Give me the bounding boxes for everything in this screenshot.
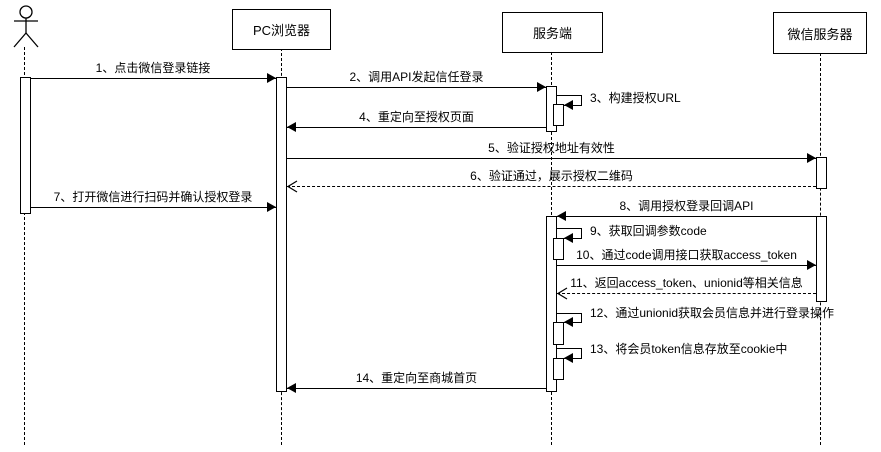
message-8-line [557, 216, 816, 217]
message-4-label: 4、重定向至授权页面 [359, 110, 474, 124]
message-9-label: 9、获取回调参数code [590, 224, 707, 238]
arrowhead-icon [537, 82, 546, 92]
arrowhead-icon [564, 353, 573, 363]
actor-icon [13, 5, 39, 48]
activation-bar-server-msg13-nested [553, 358, 564, 380]
message-13-label: 13、将会员token信息存放至cookie中 [590, 342, 788, 356]
arrowhead-icon [807, 260, 816, 270]
message-6-line [287, 186, 816, 187]
activation-bar-wechat-server-2 [816, 216, 827, 302]
message-5-line [287, 158, 816, 159]
message-6-label: 6、验证通过，展示授权二维码 [470, 169, 633, 183]
lifeline-user [24, 47, 25, 445]
arrowhead-icon [287, 122, 296, 132]
message-1-line [30, 78, 276, 79]
activation-bar-server-msg9-nested [553, 238, 564, 260]
participant-server-label: 服务端 [532, 26, 572, 41]
message-5-label: 5、验证授权地址有效性 [488, 141, 615, 155]
activation-bar-server-msg12-nested [553, 322, 564, 345]
message-4-line [287, 127, 546, 128]
participant-wechat-server-label: 微信服务器 [787, 26, 853, 42]
participant-pc-browser: PC浏览器 [232, 9, 331, 50]
activation-bar-pc-browser [276, 77, 287, 392]
message-11-line [557, 293, 816, 294]
arrowhead-icon [564, 100, 573, 110]
message-14-line [287, 388, 546, 389]
arrowhead-icon [557, 211, 566, 221]
arrowhead-icon [267, 73, 276, 83]
activation-bar-wechat-server-1 [816, 157, 827, 189]
participant-pc-browser-label: PC浏览器 [252, 23, 311, 38]
arrowhead-icon [267, 202, 276, 212]
message-10-line [557, 265, 816, 266]
participant-wechat-server: 微信服务器 [773, 12, 867, 54]
activation-bar-user [20, 77, 31, 214]
message-11-label: 11、返回access_token、unionid等相关信息 [570, 276, 803, 290]
message-7-label: 7、打开微信进行扫码并确认授权登录 [53, 190, 253, 204]
arrowhead-icon [564, 233, 573, 243]
arrowhead-icon [287, 383, 296, 393]
open-arrowhead-icon [287, 180, 298, 193]
activation-bar-server-msg3-nested [553, 104, 564, 126]
arrowhead-icon [564, 317, 573, 327]
participant-server: 服务端 [502, 12, 603, 53]
message-3-label: 3、构建授权URL [590, 91, 681, 105]
message-1-label: 1、点击微信登录链接 [95, 61, 211, 75]
open-arrowhead-icon [557, 287, 568, 300]
message-2-line [287, 87, 546, 88]
activation-bar-server-2 [546, 216, 557, 392]
message-10-label: 10、通过code调用接口获取access_token [576, 248, 797, 262]
message-14-label: 14、重定向至商城首页 [355, 371, 478, 385]
arrowhead-icon [807, 153, 816, 163]
message-2-label: 2、调用API发起信任登录 [349, 70, 484, 84]
message-8-label: 8、调用授权登录回调API [619, 199, 754, 213]
message-12-label: 12、通过unionid获取会员信息并进行登录操作 [590, 306, 835, 320]
message-7-line [30, 207, 276, 208]
